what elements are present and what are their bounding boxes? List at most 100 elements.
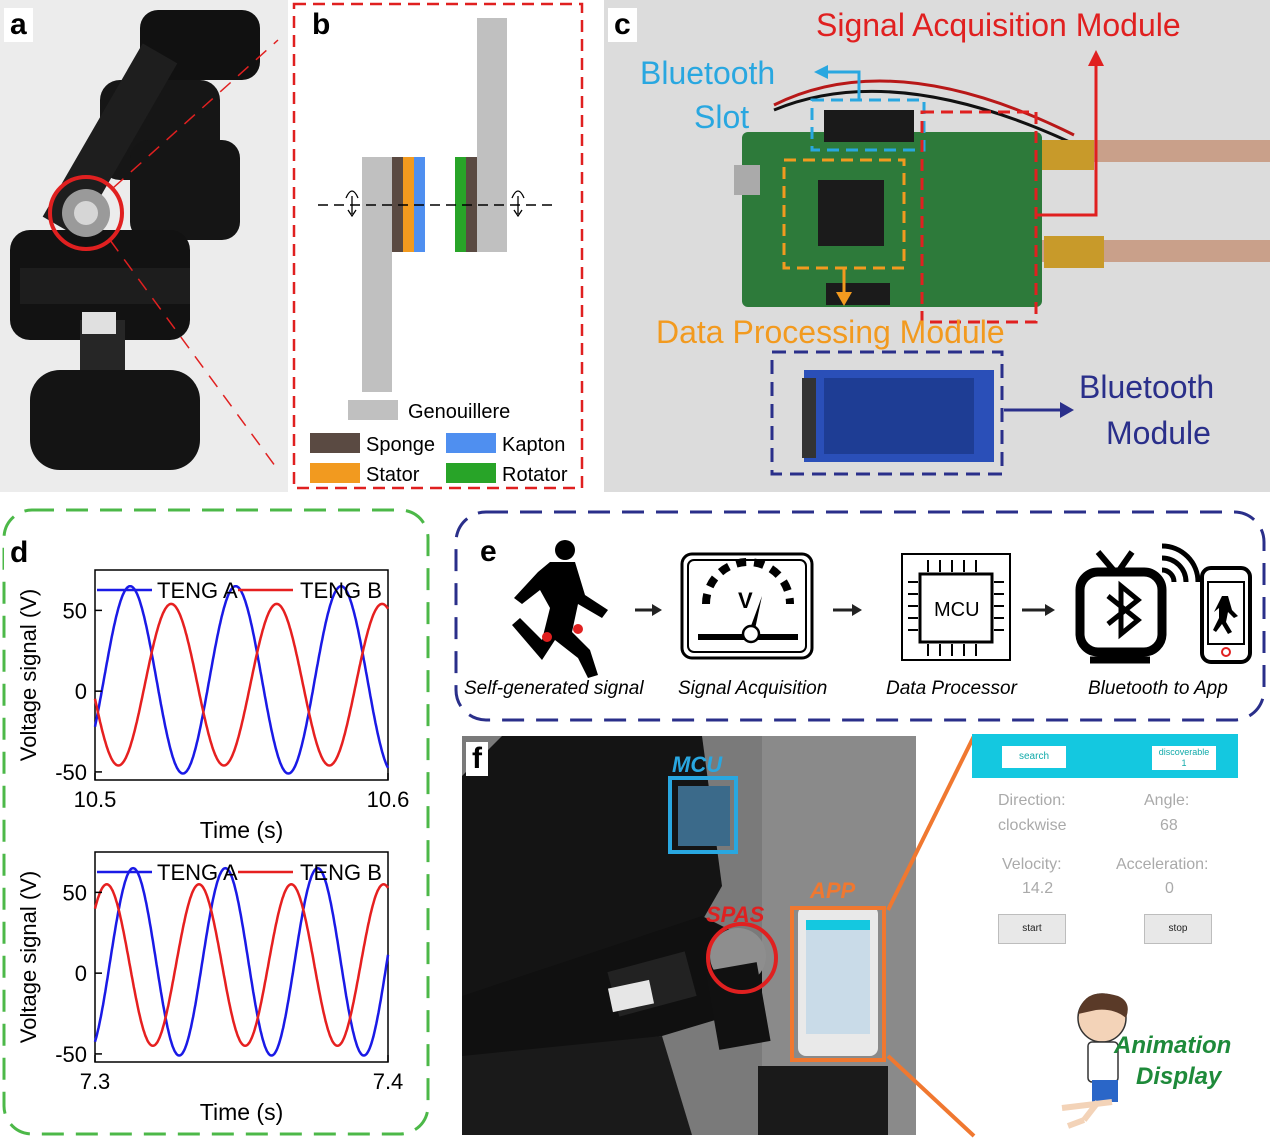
bluetooth-slot-header: [824, 110, 914, 142]
acceleration-value: 0: [1165, 880, 1174, 897]
series-line-teng-a: [93, 584, 390, 775]
panel-c-annotations: Signal Acquisition Module Bluetooth Slot…: [640, 7, 1214, 476]
legend-swatch-rotator: [446, 463, 496, 483]
legend-label: TENG B: [300, 860, 382, 885]
bluetooth-module-frame: [770, 350, 1004, 476]
panel-label-e: e: [474, 535, 503, 569]
panel-label-b: b: [306, 8, 337, 42]
label-bluetooth-module-2: Module: [1106, 415, 1211, 451]
genouillere-bar-right: [477, 18, 507, 252]
signal-acquisition-frame: [920, 110, 1038, 324]
direction-value: clockwise: [998, 817, 1067, 834]
voltmeter-gauge-icon: V: [680, 552, 814, 660]
series-line-teng-b: [93, 883, 390, 1048]
discoverable-label: discoverable: [1158, 747, 1210, 757]
legend-label: TENG B: [300, 578, 382, 603]
animation-label-2: Display: [1136, 1063, 1222, 1090]
bluetooth-tv-icon: [1075, 543, 1201, 664]
mcu-chip: [818, 180, 884, 246]
legend-stator: Stator: [366, 464, 420, 486]
legend-swatch-kapton: [446, 433, 496, 453]
discoverable-sub: 1: [1181, 758, 1187, 768]
panel-b-diagram: Genouillere Sponge Kapton Stator Rotator: [292, 2, 584, 490]
velocity-label: Velocity:: [1002, 856, 1062, 873]
rotation-arrow-right-icon: [511, 190, 525, 218]
y-axis-label: Voltage signal (V): [16, 871, 41, 1043]
panel-label-c: c: [608, 8, 637, 42]
panel-e-pipeline: V MCU Self-generated signal Signal Acqui…: [454, 510, 1266, 722]
legend-swatch-stator: [310, 463, 360, 483]
step-self-generated: Self-generated signal: [464, 678, 644, 699]
panel-e-frame: [454, 510, 1266, 722]
label-data-processing: Data Processing Module: [656, 314, 1005, 350]
direction-label: Direction:: [998, 792, 1066, 809]
y-tick-label: 0: [75, 679, 87, 704]
app-frame: [790, 906, 886, 1062]
legend-sponge: Sponge: [366, 434, 435, 456]
arrow-1-icon: [652, 604, 662, 616]
label-mcu: MCU: [672, 752, 723, 777]
chip-label: MCU: [934, 599, 980, 621]
legend-genouillere: Genouillere: [408, 401, 510, 423]
x-tick-label: 10.6: [367, 787, 410, 812]
panel-f-photo: [462, 736, 916, 1135]
runner-icon: [512, 540, 608, 678]
stop-button[interactable]: stop: [1144, 914, 1212, 944]
label-bluetooth-module-1: Bluetooth: [1079, 369, 1214, 405]
step-data-processor: Data Processor: [886, 678, 1018, 699]
knee-brace-illustration: [10, 10, 279, 471]
phone-app-icon: [1200, 566, 1252, 664]
panel-label-a: a: [4, 8, 33, 42]
legend-rotator: Rotator: [502, 464, 568, 486]
x-axis-label: Time (s): [200, 817, 283, 843]
legend-kapton: Kapton: [502, 434, 565, 456]
label-spas: SPAS: [706, 902, 765, 927]
y-tick-label: -50: [55, 1042, 87, 1067]
x-tick-label: 7.3: [80, 1069, 111, 1094]
gauge-letter: V: [738, 588, 753, 613]
data-processing-frame: [782, 158, 906, 270]
rotation-arrow-left-icon: [345, 190, 359, 218]
arm-photo-illustration: [462, 736, 916, 1135]
bluetooth-slot-frame: [810, 98, 926, 152]
y-axis-label: Voltage signal (V): [16, 589, 41, 761]
x-tick-label: 10.5: [74, 787, 117, 812]
legend-label: TENG A: [157, 860, 238, 885]
stator-layer: [403, 157, 414, 252]
panel-label-d: d: [4, 536, 35, 570]
start-button[interactable]: start: [998, 914, 1066, 944]
series-line-teng-b: [93, 602, 390, 767]
label-app: APP: [810, 878, 856, 903]
bluetooth-module-arrow-icon: [1060, 402, 1074, 418]
spas-highlight-circle: [48, 175, 124, 251]
angle-label: Angle:: [1144, 792, 1190, 809]
bluetooth-slot-arrow-icon: [814, 65, 828, 79]
arrow-3-icon: [1045, 604, 1055, 616]
genouillere-bar-left: [362, 157, 392, 392]
search-button[interactable]: search: [1002, 746, 1066, 768]
rotator-layer: [455, 157, 466, 252]
arrow-2-icon: [852, 604, 862, 616]
y-tick-label: 50: [63, 598, 87, 623]
series-line-teng-a: [93, 866, 390, 1057]
animation-label-1: Animation: [1114, 1032, 1232, 1059]
data-processing-arrow-icon: [836, 292, 852, 306]
angle-value: 68: [1160, 817, 1178, 834]
legend-label: TENG A: [157, 578, 238, 603]
acceleration-label: Acceleration:: [1116, 856, 1209, 873]
panel-d-frame: [2, 508, 430, 1136]
app-screenshot: search discoverable 1 Direction: clockwi…: [972, 734, 1238, 1034]
panel-c-photo: [604, 0, 1270, 492]
y-tick-label: 0: [75, 961, 87, 986]
pcb-illustration: [734, 79, 1270, 462]
label-signal-acquisition: Signal Acquisition Module: [816, 7, 1181, 43]
zoom-lines: [886, 736, 976, 1138]
step-signal-acquisition: Signal Acquisition: [678, 678, 827, 699]
panel-a-photo: [0, 0, 288, 492]
step-bluetooth-to-app: Bluetooth to App: [1088, 678, 1228, 699]
discoverable-button[interactable]: discoverable 1: [1152, 746, 1216, 770]
animation-character: [1061, 993, 1128, 1129]
